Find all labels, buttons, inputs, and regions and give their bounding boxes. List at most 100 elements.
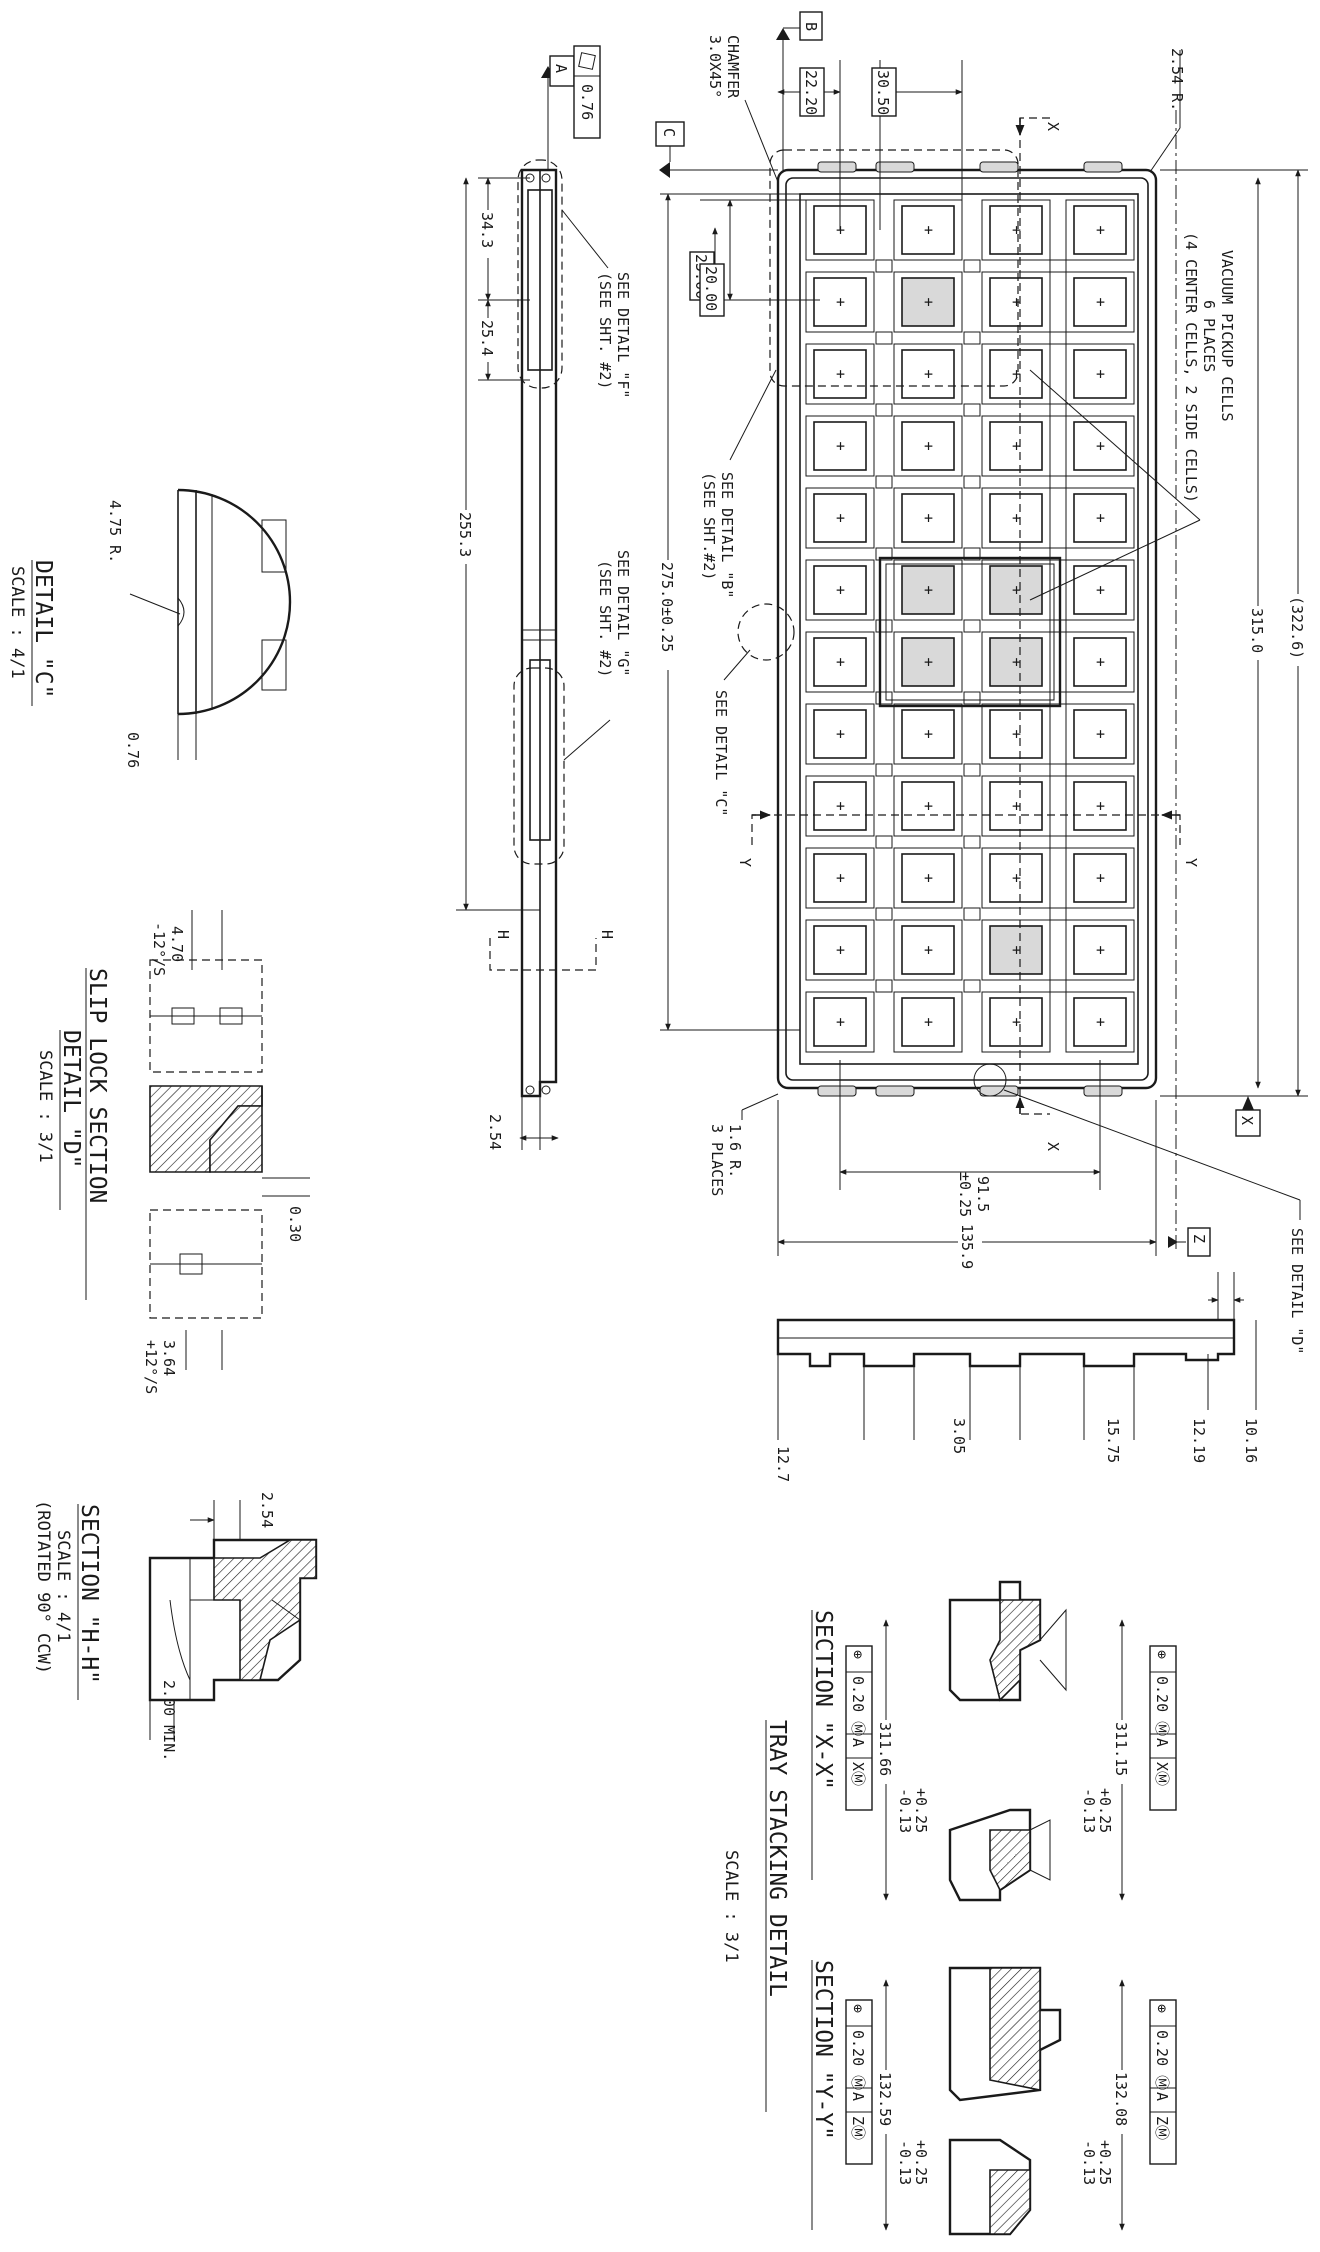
tray-side-view: A 0.76 34.3 25.4 255.3 H H 2.54 SEE DETA… bbox=[456, 45, 632, 1150]
section-hh-title: SECTION "H-H" bbox=[76, 1504, 102, 1684]
pocket-cell bbox=[989, 997, 1043, 1047]
pocket-frame bbox=[805, 631, 875, 693]
pocket-rib-node bbox=[875, 691, 893, 705]
pocket-frame bbox=[1065, 919, 1135, 981]
pocket-frame bbox=[805, 415, 875, 477]
pocket-rib-node bbox=[963, 331, 981, 345]
see-detail-f-2: (SEE SHT. #2) bbox=[596, 272, 614, 389]
dim-275: 275.0±0.25 bbox=[658, 562, 676, 652]
pocket-rib-node bbox=[963, 547, 981, 561]
detail-d: 4.70 -12°/S 3.64 +12°/S 0.30 SLIP LOCK S… bbox=[35, 910, 310, 1394]
see-detail-d: SEE DETAIL "D" bbox=[1288, 1228, 1306, 1354]
pocket-rib-node bbox=[875, 259, 893, 273]
section-line-h bbox=[489, 938, 597, 971]
detail-f-region bbox=[517, 159, 563, 389]
section-yy-title: SECTION "Y-Y" bbox=[810, 1960, 836, 2140]
pocket-rib-node bbox=[963, 979, 981, 993]
pocket-frame bbox=[893, 559, 963, 621]
cell-center-mark: + bbox=[1096, 1013, 1105, 1031]
section-x-label-bottom: X bbox=[1044, 1142, 1062, 1151]
detail-d-scale: SCALE : 3/1 bbox=[35, 1050, 55, 1163]
dim-20-00-box bbox=[699, 263, 725, 317]
pocket-frame bbox=[893, 631, 963, 693]
cell-center-mark: + bbox=[1012, 653, 1021, 671]
dim-22-20: 22.20 bbox=[802, 70, 820, 115]
pocket-frame bbox=[981, 919, 1051, 981]
pocket-cell bbox=[813, 637, 867, 687]
cell-center-mark: + bbox=[836, 581, 845, 599]
cell-center-mark: + bbox=[924, 797, 933, 815]
cell-center-mark: + bbox=[1096, 653, 1105, 671]
pocket-frame bbox=[805, 919, 875, 981]
cell-center-mark: + bbox=[924, 509, 933, 527]
fcf-datum-secondary: XⓂ bbox=[849, 1762, 867, 1786]
pocket-grid: ++++++++++++++++++++++++++++++++++++++++… bbox=[805, 199, 1135, 1053]
cell-center-mark: + bbox=[1012, 941, 1021, 959]
pocket-frame bbox=[893, 919, 963, 981]
pocket-frame bbox=[981, 559, 1051, 621]
pocket-frame bbox=[1065, 775, 1135, 837]
cell-center-mark: + bbox=[836, 725, 845, 743]
see-detail-g-2: (SEE SHT. #2) bbox=[596, 560, 614, 677]
cell-center-mark: + bbox=[1012, 365, 1021, 383]
tol-minus-xx-bottom: -0.13 bbox=[896, 1788, 914, 1833]
cell-center-mark: + bbox=[924, 941, 933, 959]
pocket-rib-node bbox=[875, 979, 893, 993]
pocket-cell bbox=[989, 205, 1043, 255]
dim-2-54-side: 2.54 bbox=[486, 1114, 504, 1150]
pocket-frame bbox=[893, 415, 963, 477]
pocket-cell bbox=[989, 925, 1043, 975]
detail-d-title-1: SLIP LOCK SECTION bbox=[84, 968, 110, 1203]
dim-22-20-box bbox=[799, 67, 825, 117]
cell-center-mark: + bbox=[924, 437, 933, 455]
pocket-frame bbox=[893, 343, 963, 405]
pocket-rib-node bbox=[963, 763, 981, 777]
pocket-frame bbox=[1065, 847, 1135, 909]
datum-c-label: C bbox=[660, 128, 678, 137]
dim-132-59: 132.59 bbox=[876, 2072, 894, 2126]
section-hh-min: 2.00 MIN. bbox=[160, 1680, 178, 1761]
stacking-title: TRAY STACKING DETAIL bbox=[764, 1720, 790, 1997]
tol-plus-yy-top: +0.25 bbox=[1096, 2140, 1114, 2185]
tray-outline-inner bbox=[785, 177, 1149, 1081]
pocket-cell bbox=[813, 493, 867, 543]
cell-center-mark: + bbox=[924, 725, 933, 743]
fcf-position-icon: ⊕ bbox=[1153, 2004, 1171, 2013]
tray-cell-field bbox=[799, 193, 1139, 1065]
radius-2-54: 2.54 R. bbox=[1168, 48, 1186, 111]
pocket-cell bbox=[989, 781, 1043, 831]
pocket-cell bbox=[901, 853, 955, 903]
cell-center-mark: + bbox=[924, 581, 933, 599]
pocket-frame bbox=[893, 487, 963, 549]
cell-center-mark: + bbox=[1012, 509, 1021, 527]
datum-x-label: X bbox=[1238, 1116, 1256, 1125]
pocket-cell bbox=[1073, 277, 1127, 327]
vacuum-note-1: VACUUM PICKUP CELLS bbox=[1218, 250, 1236, 422]
datum-z-label: Z bbox=[1190, 1234, 1208, 1243]
tray-stacking-detail: 311.15 +0.25 -0.13 311.66 +0.25 -0.13 13… bbox=[721, 1580, 1177, 2236]
dim-10-16: 10.16 bbox=[1242, 1418, 1260, 1463]
see-detail-g-1: SEE DETAIL "G" bbox=[614, 550, 632, 676]
cell-center-mark: + bbox=[836, 365, 845, 383]
dim-12-19: 12.19 bbox=[1190, 1418, 1208, 1463]
pocket-frame bbox=[1065, 559, 1135, 621]
section-y-label-left: Y bbox=[736, 858, 754, 867]
pocket-rib-node bbox=[1049, 979, 1067, 993]
vacuum-note-2: 6 PLACES bbox=[1200, 300, 1218, 372]
pocket-rib-node bbox=[1049, 835, 1067, 849]
section-h-right: H bbox=[598, 930, 616, 939]
cell-center-mark: + bbox=[1012, 221, 1021, 239]
datum-a-box bbox=[549, 55, 575, 87]
fcf-datum-a: A bbox=[849, 2092, 867, 2101]
cell-center-mark: + bbox=[1012, 581, 1021, 599]
detail-d-circle bbox=[973, 1063, 1007, 1097]
pocket-cell bbox=[1073, 853, 1127, 903]
fcf-position-icon: ⊕ bbox=[849, 1650, 867, 1659]
pocket-cell bbox=[901, 997, 955, 1047]
dim-255-3: 255.3 bbox=[456, 512, 474, 557]
fcf-datum-secondary: ZⓂ bbox=[1153, 2116, 1171, 2140]
pocket-cell bbox=[813, 781, 867, 831]
